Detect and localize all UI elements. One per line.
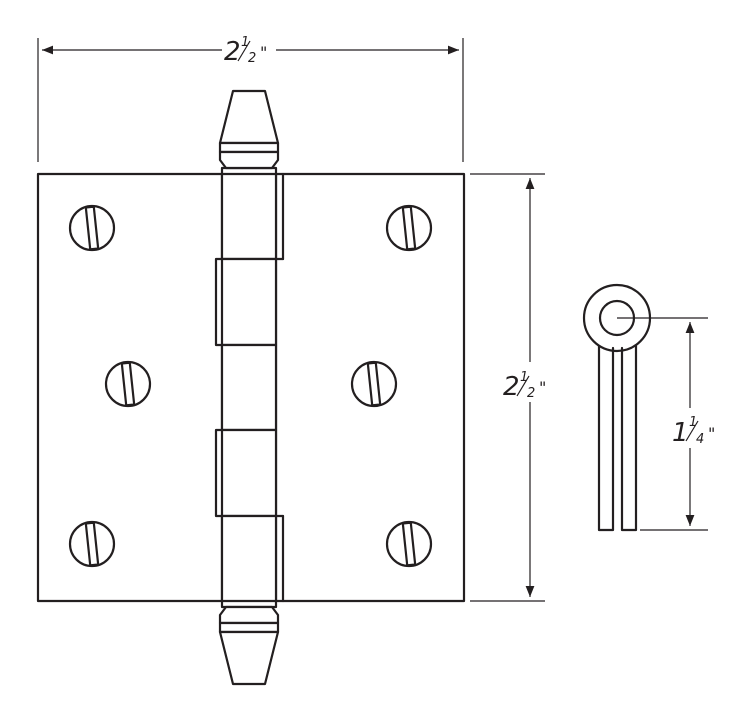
hinge-barrel [214,166,285,609]
screw-slot [84,205,100,251]
screw-head [350,360,398,408]
screw-top-right [385,204,433,252]
leaf-denominator: 4 [696,432,704,447]
bottom-finial-band [218,621,280,634]
width-fraction-bar [237,40,251,62]
height-unit: " [539,378,546,397]
screw-slot [366,361,382,407]
width-denominator: 2 [248,51,256,66]
bottom-finial-cone [218,630,280,686]
knuckle-3 [220,343,278,432]
leaf-whole: 1 [672,418,689,448]
width-whole: 2 [224,37,241,67]
side-leaf-left [597,344,615,532]
screw-top-left [68,204,116,252]
knuckle-2 [214,257,278,347]
width-dimension: 2 1 2 " [37,35,464,162]
top-finial-cone [218,89,280,145]
height-dimension: 2 1 2 " [470,173,546,602]
screw-slot [401,521,417,567]
height-denominator: 2 [527,386,535,401]
height-whole: 2 [503,372,520,402]
hinge-front-view [36,89,466,686]
knuckle-5 [220,514,278,603]
top-finial [218,89,280,170]
screw-mid-right [350,360,398,408]
screw-head [68,204,116,252]
top-finial-collar [218,150,280,170]
top-finial-band [218,141,280,154]
width-unit: " [260,43,267,62]
height-numerator: 1 [520,370,528,385]
screw-head [385,204,433,252]
screw-slot [401,205,417,251]
knuckle-1 [220,172,278,261]
screw-mid-left [104,360,152,408]
bottom-finial [218,605,280,686]
leaf-numerator: 1 [689,415,697,430]
screw-slot [120,361,136,407]
width-numerator: 1 [241,35,249,50]
leaf-dimension: 1 1 4 " [617,317,715,531]
screw-head [68,520,116,568]
hinge-side-view [582,283,652,532]
bottom-finial-collar [218,605,280,625]
screw-head [104,360,152,408]
screw-slot [84,521,100,567]
side-leaf-right [620,344,638,532]
screws [68,204,433,568]
leaf-fraction-bar [685,420,699,442]
screw-bottom-left [68,520,116,568]
height-fraction-bar [516,375,530,397]
knuckle-4 [214,428,278,518]
leaf-unit: " [708,424,715,443]
screw-bottom-right [385,520,433,568]
screw-head [385,520,433,568]
